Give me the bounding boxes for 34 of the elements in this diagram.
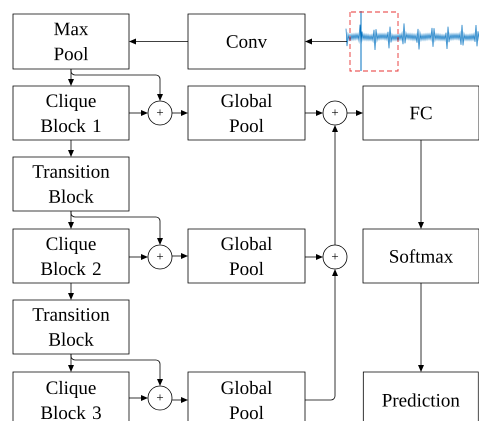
- arrow: [128, 110, 148, 116]
- block-box: Max Pool: [12, 14, 130, 70]
- arrow: [129, 38, 188, 44]
- block-box: Clique Block 1: [12, 86, 130, 140]
- arrow: [172, 253, 188, 259]
- block-box: Prediction: [362, 372, 479, 421]
- arrow: [304, 254, 323, 260]
- arrow: [346, 110, 363, 116]
- block-box: Global Pool: [188, 228, 306, 284]
- picture: [346, 10, 479, 72]
- arrow: [304, 110, 323, 116]
- block-box: Clique Block 2: [12, 228, 130, 284]
- arrow: [332, 125, 338, 246]
- block-box: Clique Block 3: [12, 372, 130, 421]
- block-box: Softmax: [362, 228, 479, 284]
- arrow: [70, 354, 163, 386]
- arrow: [305, 38, 348, 44]
- block-box: Transition Block: [12, 300, 130, 354]
- block-box: Conv: [188, 14, 306, 70]
- block-box: FC: [362, 86, 479, 140]
- arrow: [70, 68, 163, 101]
- arrow: [418, 140, 424, 229]
- arrow: [304, 269, 338, 400]
- arrow: [70, 210, 163, 245]
- arrow: [172, 110, 188, 116]
- arrow: [128, 395, 148, 401]
- block-box: Global Pool: [188, 86, 306, 140]
- arrow: [172, 397, 188, 403]
- arrow: [418, 282, 424, 372]
- block-box: Transition Block: [12, 156, 130, 212]
- arrow: [68, 140, 74, 157]
- arrow: [68, 282, 74, 300]
- block-box: Global Pool: [188, 372, 306, 421]
- arrow: [128, 254, 148, 260]
